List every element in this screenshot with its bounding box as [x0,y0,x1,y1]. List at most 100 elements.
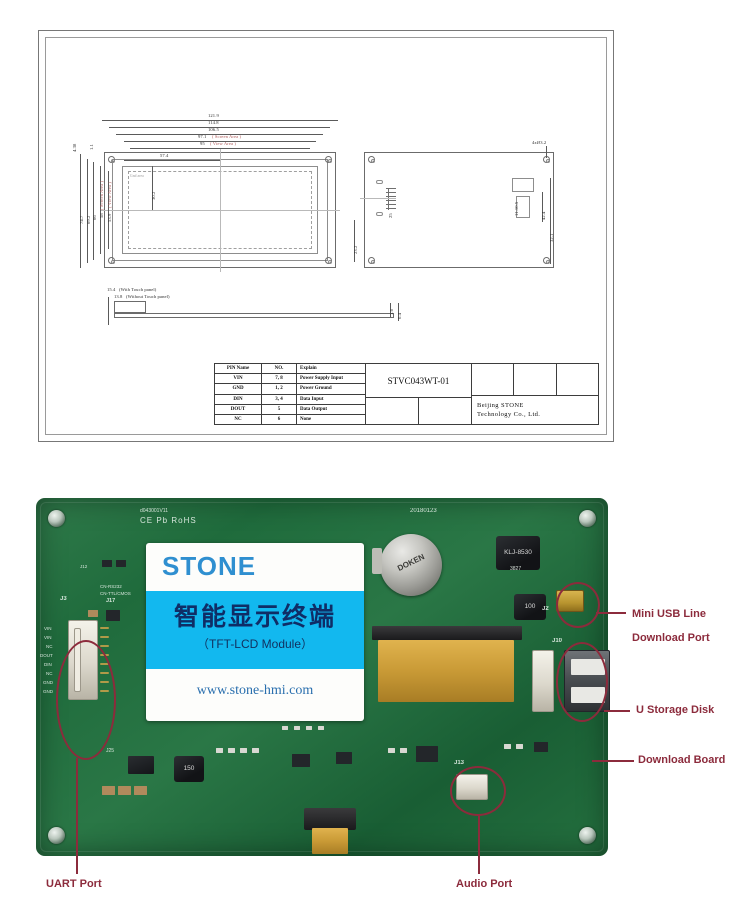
pin-table: PIN Name NO. Explain VIN 7, 8 Power Supp… [215,364,366,425]
silk-board-rev: d043001V11 [140,508,168,514]
rear-hole-bl [368,257,375,264]
mount-hole-br [325,257,332,264]
annotation-u-storage-disk: U Storage Disk [636,704,715,716]
callout-line-u-storage [604,710,630,712]
silk-j17: J17 [106,598,116,604]
rear-view: 4xØ3.2 25 11.10.5 42.4 32.1 23.2 [353,118,564,268]
callout-ring-audio [450,766,506,816]
dim-121-9: 121.9 [208,113,219,118]
battery-clip [372,548,382,574]
silk-cn-rs232: CN-RS232 [100,584,122,589]
ffc-connector [372,626,522,640]
dim-58-note: ( Screen Area ) [99,180,104,210]
model-block: STVC043WT-01 [366,364,472,424]
drawing-border: Gnd area 121.9 114.8 106.5 97.1 ( Screen… [45,37,607,435]
silk-j12: J12 [80,564,88,569]
dim-line-58 [100,166,101,254]
center-line-v [220,148,221,272]
dim-line-53-9 [108,171,109,249]
pin-no: 5 [262,404,297,414]
dim-13-8-note: (Without Touch panel) [126,294,170,299]
inductor-klj: KLJ-8530 [496,536,540,570]
j3-pin-label: DOUT [40,653,53,658]
rear-hole-tl [368,156,375,163]
pin-no: 7, 8 [262,374,297,384]
lcd-connector [304,808,356,830]
hole-leader [546,146,547,158]
dim-95-note: ( View Area ) [210,141,237,146]
dim-4-38: 4.38 [72,143,77,152]
annotation-download-board: Download Board [638,754,726,766]
silk-date-code: 20180123 [410,508,437,514]
label-chinese-text: 智能显示终端 [173,602,336,631]
pin-no: 6 [262,414,297,425]
dim-114-8: 114.8 [208,120,219,125]
callout-ring-u-storage [556,642,608,722]
table-row: DOUT 5 Data Output [215,404,365,415]
pin-name: GND [215,384,262,394]
pin-explain: None [300,416,312,422]
pcb-mount-hole-bl [48,827,65,844]
pcb-mount-hole-br [579,827,596,844]
dim-66: 66 [92,215,97,220]
model-number: STVC043WT-01 [387,375,450,386]
inductor-label: 150 [183,765,195,772]
j3-pin-label: VIN [44,626,52,631]
j3-pin-label: GND [43,680,53,685]
battery-brand: DOKEN [396,552,426,573]
label-subtitle: （TFT-LCD Module） [196,637,314,651]
dim-line-57-4 [124,160,220,161]
dim-30-2: 30.2 [151,191,156,200]
pin-header-explain: Explain [300,366,317,372]
side-touch-block [114,301,146,313]
mount-hole-bl [108,257,115,264]
dim-line-121-9 [102,120,338,121]
rear-dim-1110: 11.10.5 [514,201,519,216]
title-block: PIN Name NO. Explain VIN 7, 8 Power Supp… [214,363,599,425]
dim-line-114-8 [109,127,330,128]
stone-logo: STONE [162,551,257,581]
dim-57-4: 57.4 [160,153,169,158]
dim-line-74-7 [80,154,81,268]
dim-line-97-1 [124,141,316,142]
pcb-photo-figure: d043001V11 CE Pb RoHS 20180123 STONE 智能显… [0,470,750,898]
inductor-100: 100 [514,594,546,620]
power-ic [128,756,154,774]
callout-line-audio [478,814,480,874]
cert-marks-icon: CE Pb RoHS [140,516,197,525]
dim-line-69-2 [87,159,88,263]
lcd-ribbon [312,828,348,854]
annotation-audio-port: Audio Port [456,878,513,890]
dim-74-7: 74.7 [79,215,84,224]
mount-hole-tl [108,156,115,163]
j3-pin-label: GND [43,689,53,694]
callout-ring-uart [56,640,116,760]
table-row: DIN 3, 4 Data Input [215,394,365,405]
pin-table-header-row: PIN Name NO. Explain [215,364,365,375]
table-row: NC 6 None [215,414,365,425]
company-block: Beijing STONE Technology Co., Ltd. [472,364,598,424]
dim-97-1-note: ( Screen Area ) [212,134,242,139]
dim-line-30-2 [152,166,153,210]
side-body [114,313,394,318]
dim-97-1: 97.1 [198,134,207,139]
rear-dim-25: 25 [388,213,393,218]
pin-header-name: PIN Name [215,364,262,374]
pcb-board: d043001V11 CE Pb RoHS 20180123 STONE 智能显… [36,498,610,856]
j3-pin-label: NC [46,671,53,676]
pin-name: DIN [215,394,262,404]
table-row: GND 1, 2 Power Ground [215,384,365,395]
product-label: STONE 智能显示终端 （TFT-LCD Module） www.stone-… [146,543,364,721]
dim-58: 58 [99,213,104,218]
mechanical-drawing-sheet: Gnd area 121.9 114.8 106.5 97.1 ( Screen… [38,30,614,442]
dim-0-4: 0.4 [397,312,402,319]
silk-j3: J3 [60,596,67,602]
pin-no: 1, 2 [262,384,297,394]
dim-13-8: 13.8 [114,294,123,299]
inductor-150: 150 [174,756,204,782]
dim-53-9-note: ( View Area ) [107,181,112,208]
silk-cn-ttl: CN-TTL/CMOS [100,591,131,596]
front-view: Gnd area 121.9 114.8 106.5 97.1 ( Screen… [72,113,349,272]
silk-j10: J10 [552,638,563,644]
pin-header-no: NO. [262,364,297,374]
